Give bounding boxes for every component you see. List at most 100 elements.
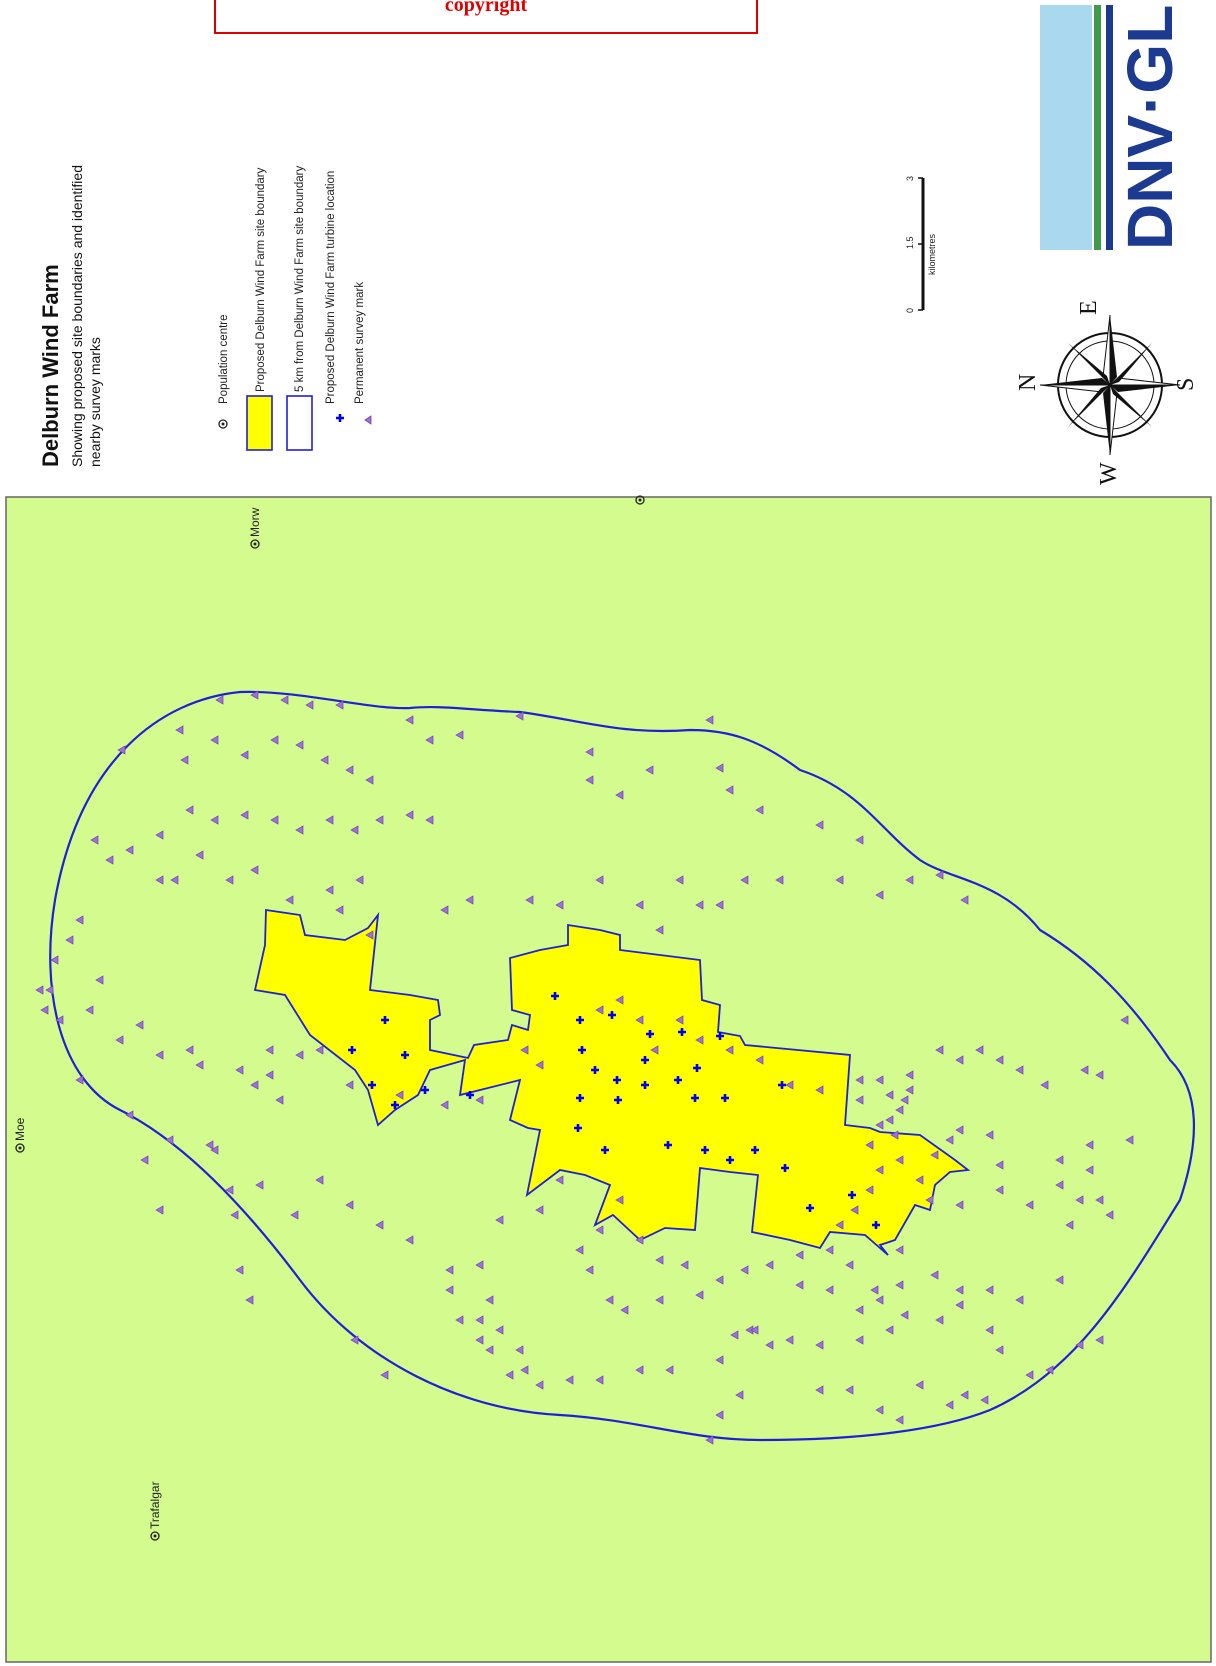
survey-mark[interactable]: [585, 747, 594, 757]
survey-mark[interactable]: [985, 1130, 994, 1140]
survey-mark[interactable]: [975, 1045, 984, 1055]
survey-mark[interactable]: [155, 875, 164, 885]
survey-mark[interactable]: [655, 925, 664, 935]
survey-mark[interactable]: [205, 1140, 214, 1150]
survey-mark[interactable]: [935, 870, 944, 880]
survey-mark[interactable]: [235, 1265, 244, 1275]
survey-mark[interactable]: [885, 1325, 894, 1335]
survey-mark[interactable]: [225, 875, 234, 885]
survey-mark[interactable]: [125, 845, 134, 855]
survey-mark[interactable]: [825, 1245, 834, 1255]
survey-mark[interactable]: [960, 895, 969, 905]
survey-mark[interactable]: [495, 1325, 504, 1335]
survey-mark[interactable]: [350, 825, 359, 835]
survey-mark[interactable]: [695, 1035, 704, 1045]
survey-mark[interactable]: [345, 1200, 354, 1210]
survey-mark[interactable]: [755, 805, 764, 815]
survey-mark[interactable]: [995, 1345, 1004, 1355]
survey-mark[interactable]: [885, 1090, 894, 1100]
survey-mark[interactable]: [185, 805, 194, 815]
survey-mark[interactable]: [275, 1095, 284, 1105]
survey-mark[interactable]: [225, 1185, 234, 1195]
survey-mark[interactable]: [215, 695, 224, 705]
turbine-location[interactable]: [701, 1146, 709, 1154]
survey-mark[interactable]: [240, 750, 249, 760]
survey-mark[interactable]: [875, 1405, 884, 1415]
survey-mark[interactable]: [595, 1225, 604, 1235]
survey-mark[interactable]: [170, 875, 179, 885]
survey-mark[interactable]: [750, 1325, 759, 1335]
survey-mark[interactable]: [725, 1045, 734, 1055]
survey-mark[interactable]: [930, 1150, 939, 1160]
survey-mark[interactable]: [475, 1335, 484, 1345]
survey-mark[interactable]: [865, 1140, 874, 1150]
survey-mark[interactable]: [730, 1330, 739, 1340]
survey-mark[interactable]: [715, 900, 724, 910]
survey-mark[interactable]: [945, 1400, 954, 1410]
survey-mark[interactable]: [280, 695, 289, 705]
survey-mark[interactable]: [515, 1345, 524, 1355]
survey-mark[interactable]: [985, 1325, 994, 1335]
survey-mark[interactable]: [245, 1295, 254, 1305]
survey-mark[interactable]: [555, 1175, 564, 1185]
survey-mark[interactable]: [615, 1195, 624, 1205]
survey-mark[interactable]: [680, 1260, 689, 1270]
survey-mark[interactable]: [655, 1255, 664, 1265]
survey-mark[interactable]: [935, 1045, 944, 1055]
survey-mark[interactable]: [715, 1410, 724, 1420]
survey-mark[interactable]: [765, 1340, 774, 1350]
survey-mark[interactable]: [555, 900, 564, 910]
survey-mark[interactable]: [210, 1145, 219, 1155]
survey-mark[interactable]: [665, 1365, 674, 1375]
survey-mark[interactable]: [925, 1195, 934, 1205]
survey-mark[interactable]: [835, 1220, 844, 1230]
survey-mark[interactable]: [1105, 1210, 1114, 1220]
survey-mark[interactable]: [355, 875, 364, 885]
turbine-location[interactable]: [601, 1146, 609, 1154]
population-centre-trafalgar[interactable]: Trafalgar: [148, 1481, 162, 1541]
survey-mark[interactable]: [955, 1200, 964, 1210]
survey-mark[interactable]: [1045, 1365, 1054, 1375]
turbine-location[interactable]: [401, 1051, 409, 1059]
survey-mark[interactable]: [635, 1235, 644, 1245]
survey-mark[interactable]: [505, 1370, 514, 1380]
survey-mark[interactable]: [1055, 1155, 1064, 1165]
survey-mark[interactable]: [845, 1385, 854, 1395]
survey-mark[interactable]: [895, 1105, 904, 1115]
survey-mark[interactable]: [855, 1075, 864, 1085]
survey-mark[interactable]: [285, 895, 294, 905]
survey-mark[interactable]: [935, 1315, 944, 1325]
survey-mark[interactable]: [255, 1180, 264, 1190]
survey-mark[interactable]: [210, 815, 219, 825]
turbine-location[interactable]: [848, 1191, 856, 1199]
turbine-location[interactable]: [641, 1056, 649, 1064]
turbine-location[interactable]: [368, 1081, 376, 1089]
survey-mark[interactable]: [815, 820, 824, 830]
survey-mark[interactable]: [535, 1060, 544, 1070]
survey-mark[interactable]: [75, 915, 84, 925]
survey-mark[interactable]: [985, 1285, 994, 1295]
turbine-location[interactable]: [716, 1032, 724, 1040]
survey-mark[interactable]: [615, 995, 624, 1005]
survey-mark[interactable]: [775, 875, 784, 885]
turbine-location[interactable]: [726, 1156, 734, 1164]
survey-mark[interactable]: [850, 1205, 859, 1215]
survey-mark[interactable]: [305, 700, 314, 710]
survey-mark[interactable]: [250, 865, 259, 875]
survey-mark[interactable]: [955, 1055, 964, 1065]
survey-mark[interactable]: [180, 755, 189, 765]
survey-mark[interactable]: [815, 1385, 824, 1395]
survey-mark[interactable]: [635, 1015, 644, 1025]
survey-mark[interactable]: [915, 1175, 924, 1185]
survey-mark[interactable]: [1095, 1070, 1104, 1080]
survey-mark[interactable]: [675, 1015, 684, 1025]
turbine-location[interactable]: [872, 1221, 880, 1229]
survey-mark[interactable]: [475, 1315, 484, 1325]
survey-mark[interactable]: [875, 890, 884, 900]
survey-mark[interactable]: [1025, 1370, 1034, 1380]
survey-mark[interactable]: [900, 1095, 909, 1105]
turbine-location[interactable]: [576, 1016, 584, 1024]
survey-mark[interactable]: [955, 1285, 964, 1295]
survey-mark[interactable]: [815, 1340, 824, 1350]
survey-mark[interactable]: [250, 690, 259, 700]
